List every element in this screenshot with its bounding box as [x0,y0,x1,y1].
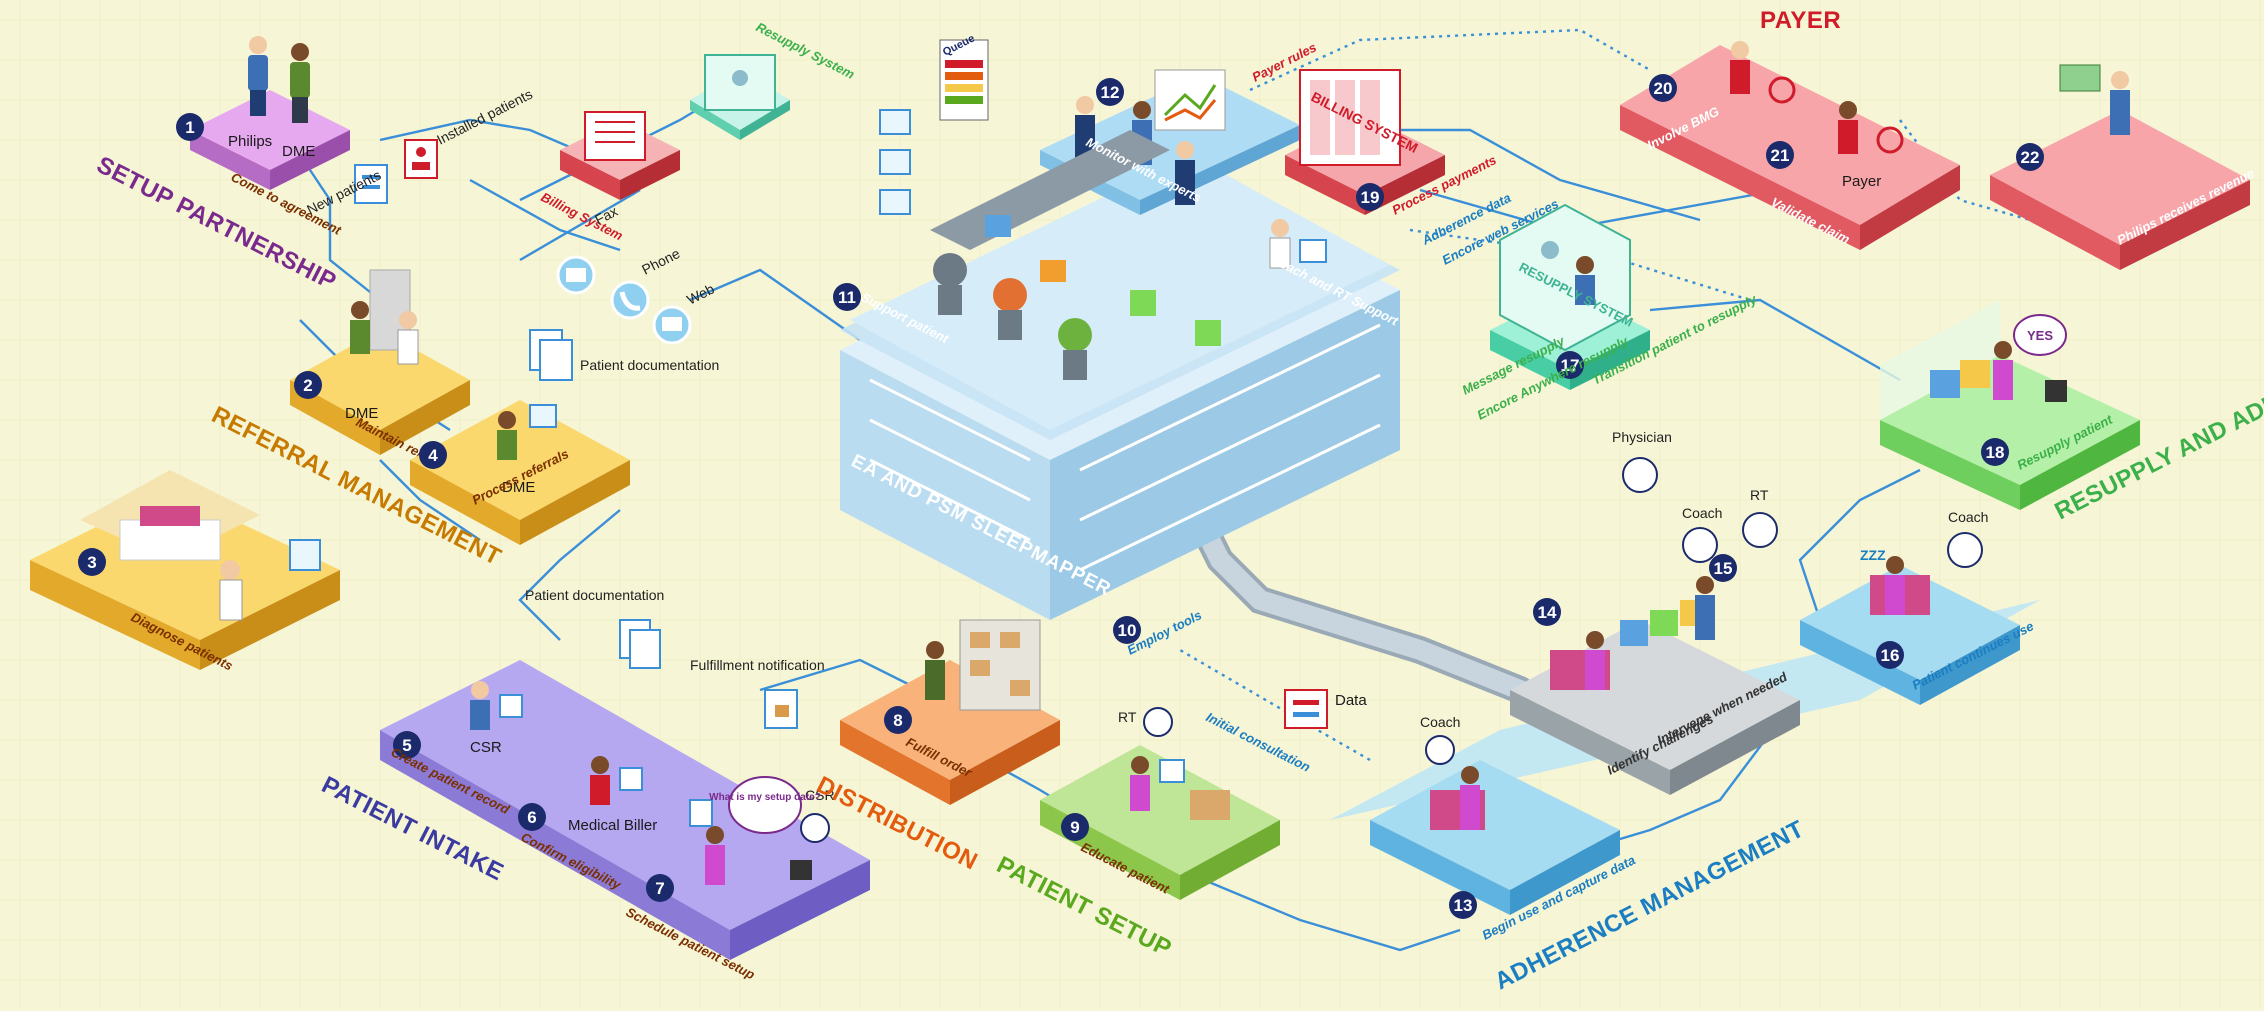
philips-label: Philips [228,133,272,150]
step-number-15: 15 [1714,559,1733,578]
step-number-3: 3 [87,553,96,572]
zzz-text: ZZZ [1860,547,1886,563]
coach-label-14: Coach [1682,505,1722,521]
step-number-18: 18 [1986,443,2005,462]
payer-role-label: Payer [1842,173,1881,190]
step-number-13: 13 [1454,896,1473,915]
coach-label-13: Coach [1420,714,1460,730]
yes-bubble-text: YES [2027,328,2053,343]
step-number-20: 20 [1654,79,1673,98]
step-number-8: 8 [893,711,902,730]
physician-label: Physician [1612,429,1672,445]
fulfillment-notification-icon [765,690,797,728]
step-number-21: 21 [1771,146,1790,165]
step-number-6: 6 [527,808,536,827]
rt-label-15: RT [1750,487,1769,503]
step-number-4: 4 [428,446,438,465]
step-number-22: 22 [2021,148,2040,167]
phone-icon [612,282,648,318]
dme-label-1: DME [282,143,315,160]
fulfillment-notification-label: Fulfillment notification [690,657,825,673]
step-number-12: 12 [1101,83,1120,102]
step-number-16: 16 [1881,646,1900,665]
data-document-icon [1285,690,1327,728]
step-number-19: 19 [1361,188,1380,207]
coach-label-16: Coach [1948,509,1988,525]
step-number-1: 1 [185,118,194,137]
patient-documentation-label-2: Patient documentation [525,587,664,603]
csr-label-1: CSR [470,739,502,756]
medical-biller-label: Medical Biller [568,817,657,834]
step-number-2: 2 [303,376,312,395]
step-number-7: 7 [655,879,664,898]
fax-icon [558,257,594,293]
patient-documentation-label-1: Patient documentation [580,357,719,373]
dme-person [290,43,310,123]
step-number-14: 14 [1538,603,1557,622]
rt-label-9: RT [1118,709,1137,725]
philips-person [248,36,268,116]
step-number-10: 10 [1118,621,1137,640]
setup-date-question: What is my setup date? [709,792,821,803]
installed-patients-document-icon [405,140,437,178]
data-label: Data [1335,692,1367,709]
step-number-11: 11 [838,288,856,307]
stage-title-payer: PAYER [1760,7,1841,34]
step-number-9: 9 [1070,818,1079,837]
web-icon [654,307,690,343]
